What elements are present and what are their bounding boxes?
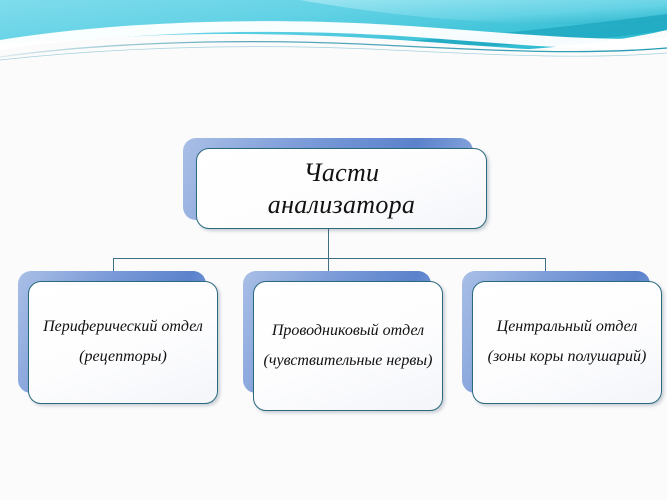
connector-bus-to-child-2 (328, 258, 329, 278)
connector-title-to-bus (328, 228, 329, 259)
peripheral-main-label: Периферический отдел (43, 318, 203, 336)
central-main-label: Центральный отдел (496, 318, 638, 336)
conductive-sub-label: (чувствительные нервы) (263, 351, 433, 369)
connector-bus-to-child-3 (545, 258, 546, 274)
decorative-wave-banner (0, 0, 667, 72)
node-box-central[interactable]: Центральный отдел (зоны коры полушарий) (472, 281, 662, 404)
node-box-conductive[interactable]: Проводниковый отдел (чувствительные нерв… (253, 281, 443, 411)
node-box-peripheral[interactable]: Периферический отдел (рецепторы) (28, 281, 218, 404)
connector-bus-to-child-1 (113, 258, 114, 274)
title-line-2: анализатора (267, 189, 416, 219)
central-sub-label: (зоны коры полушарий) (487, 348, 647, 365)
title-line-1: Части (303, 157, 380, 187)
connector-horizontal-bus (113, 258, 546, 259)
peripheral-sub-label: (рецепторы) (79, 348, 167, 365)
wave-graphic (0, 0, 667, 72)
node-box-title[interactable]: Части анализатора (196, 148, 487, 229)
conductive-main-label: Проводниковый отдел (271, 321, 425, 339)
